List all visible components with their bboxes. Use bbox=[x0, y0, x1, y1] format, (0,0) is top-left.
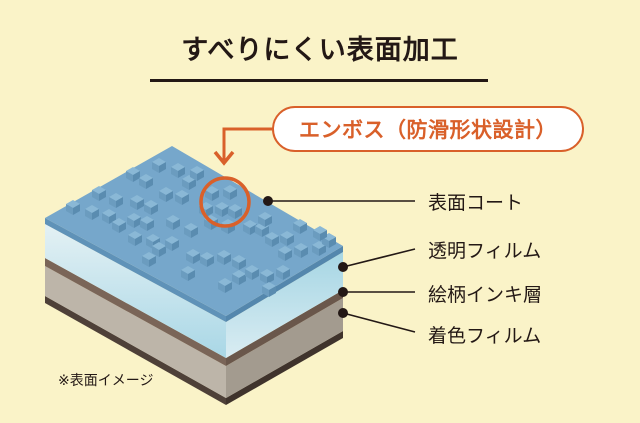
colored-film-layer bbox=[45, 266, 343, 398]
highlight-circle-icon bbox=[199, 176, 251, 228]
callout-arrow bbox=[199, 127, 272, 228]
title-underline bbox=[150, 79, 488, 82]
label-surface-coat: 表面コート bbox=[428, 192, 524, 214]
bottom-edge bbox=[45, 296, 343, 405]
leader-dots bbox=[263, 196, 348, 318]
ink-layer bbox=[45, 258, 343, 366]
label-ink-layer: 絵柄インキ層 bbox=[428, 284, 543, 306]
label-transparent-film: 透明フィルム bbox=[428, 240, 542, 262]
label-colored-film: 着色フィルム bbox=[428, 325, 542, 347]
emboss-callout: エンボス（防滑形状設計） bbox=[272, 106, 584, 152]
callout-label: エンボス（防滑形状設計） bbox=[299, 118, 557, 142]
transparent-film-layer bbox=[45, 224, 343, 358]
leader-lines bbox=[268, 200, 416, 333]
image-note: ※表面イメージ bbox=[58, 373, 154, 389]
diagram-title: すべりにくい表面加工 bbox=[181, 35, 459, 66]
